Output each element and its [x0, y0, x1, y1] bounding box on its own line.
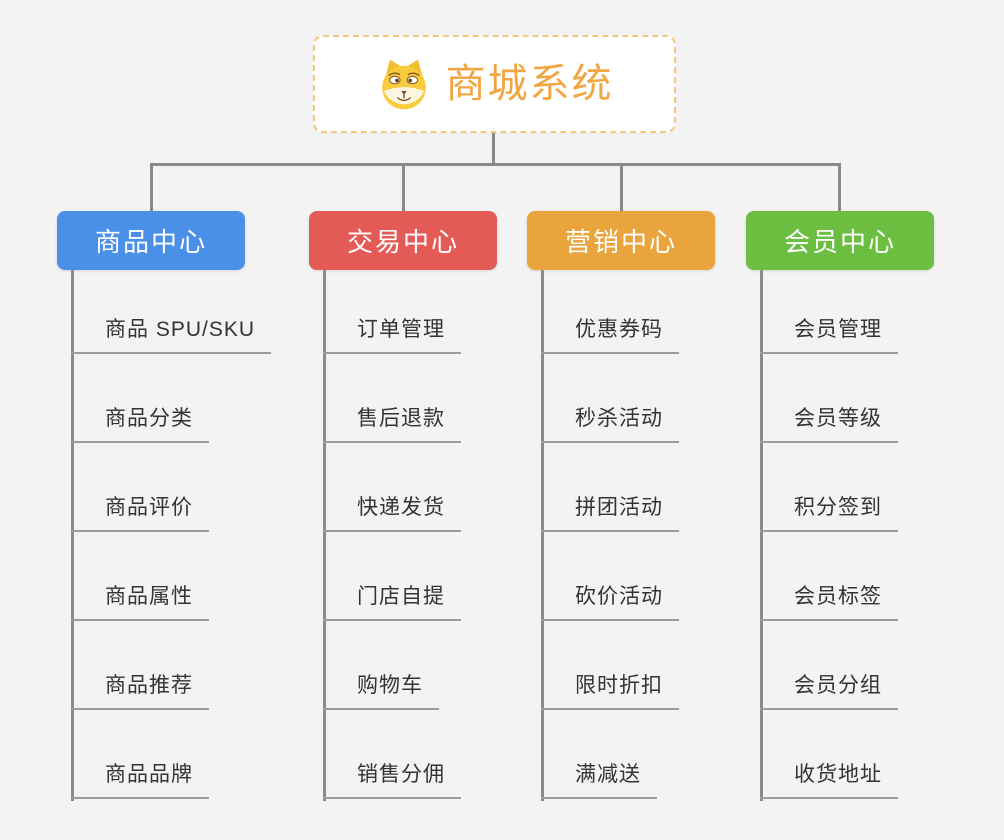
leaf-item[interactable]: 快递发货 [323, 494, 461, 532]
leaf-item[interactable]: 会员管理 [760, 316, 898, 354]
connector-column-line [71, 270, 74, 801]
dog-face-icon [376, 56, 432, 112]
branch-node-product-center[interactable]: 商品中心 [57, 211, 245, 270]
connector-column-line [760, 270, 763, 801]
leaf-item[interactable]: 购物车 [323, 672, 439, 710]
leaf-item[interactable]: 商品分类 [71, 405, 209, 443]
leaf-item[interactable]: 拼团活动 [541, 494, 679, 532]
branch-column-product: 商品 SPU/SKU 商品分类 商品评价 商品属性 商品推荐 商品品牌 [71, 270, 311, 801]
leaf-item[interactable]: 商品品牌 [71, 761, 209, 799]
leaf-item[interactable]: 门店自提 [323, 583, 461, 621]
leaf-item[interactable]: 收货地址 [760, 761, 898, 799]
leaf-item[interactable]: 会员标签 [760, 583, 898, 621]
branch-node-marketing-center[interactable]: 营销中心 [527, 211, 715, 270]
leaf-item[interactable]: 满减送 [541, 761, 657, 799]
connector-root-stem [492, 133, 495, 165]
branch-column-marketing: 优惠券码 秒杀活动 拼团活动 砍价活动 限时折扣 满减送 [541, 270, 781, 801]
branch-column-trade: 订单管理 售后退款 快递发货 门店自提 购物车 销售分佣 [323, 270, 563, 801]
leaf-item[interactable]: 优惠券码 [541, 316, 679, 354]
leaf-item[interactable]: 销售分佣 [323, 761, 461, 799]
connector-drop-1 [150, 163, 153, 211]
root-node-mall-system[interactable]: 商城系统 [313, 35, 676, 133]
root-title: 商城系统 [445, 62, 614, 106]
branch-node-member-center[interactable]: 会员中心 [746, 211, 934, 270]
leaf-item[interactable]: 商品评价 [71, 494, 209, 532]
branch-column-member: 会员管理 会员等级 积分签到 会员标签 会员分组 收货地址 [760, 270, 1000, 801]
leaf-item[interactable]: 商品 SPU/SKU [71, 316, 272, 354]
connector-column-line [541, 270, 544, 801]
leaf-item[interactable]: 砍价活动 [541, 583, 679, 621]
leaf-item[interactable]: 售后退款 [323, 405, 461, 443]
connector-drop-2 [402, 163, 405, 211]
connector-drop-3 [620, 163, 623, 211]
leaf-item[interactable]: 限时折扣 [541, 672, 679, 710]
leaf-item[interactable]: 会员等级 [760, 405, 898, 443]
branch-node-trade-center[interactable]: 交易中心 [309, 211, 497, 270]
leaf-item[interactable]: 积分签到 [760, 494, 898, 532]
connector-horizontal [150, 163, 841, 166]
leaf-item[interactable]: 秒杀活动 [541, 405, 679, 443]
leaf-item[interactable]: 商品推荐 [71, 672, 209, 710]
leaf-item[interactable]: 订单管理 [323, 316, 461, 354]
leaf-item[interactable]: 商品属性 [71, 583, 209, 621]
connector-column-line [323, 270, 326, 801]
connector-drop-4 [838, 163, 841, 211]
leaf-item[interactable]: 会员分组 [760, 672, 898, 710]
